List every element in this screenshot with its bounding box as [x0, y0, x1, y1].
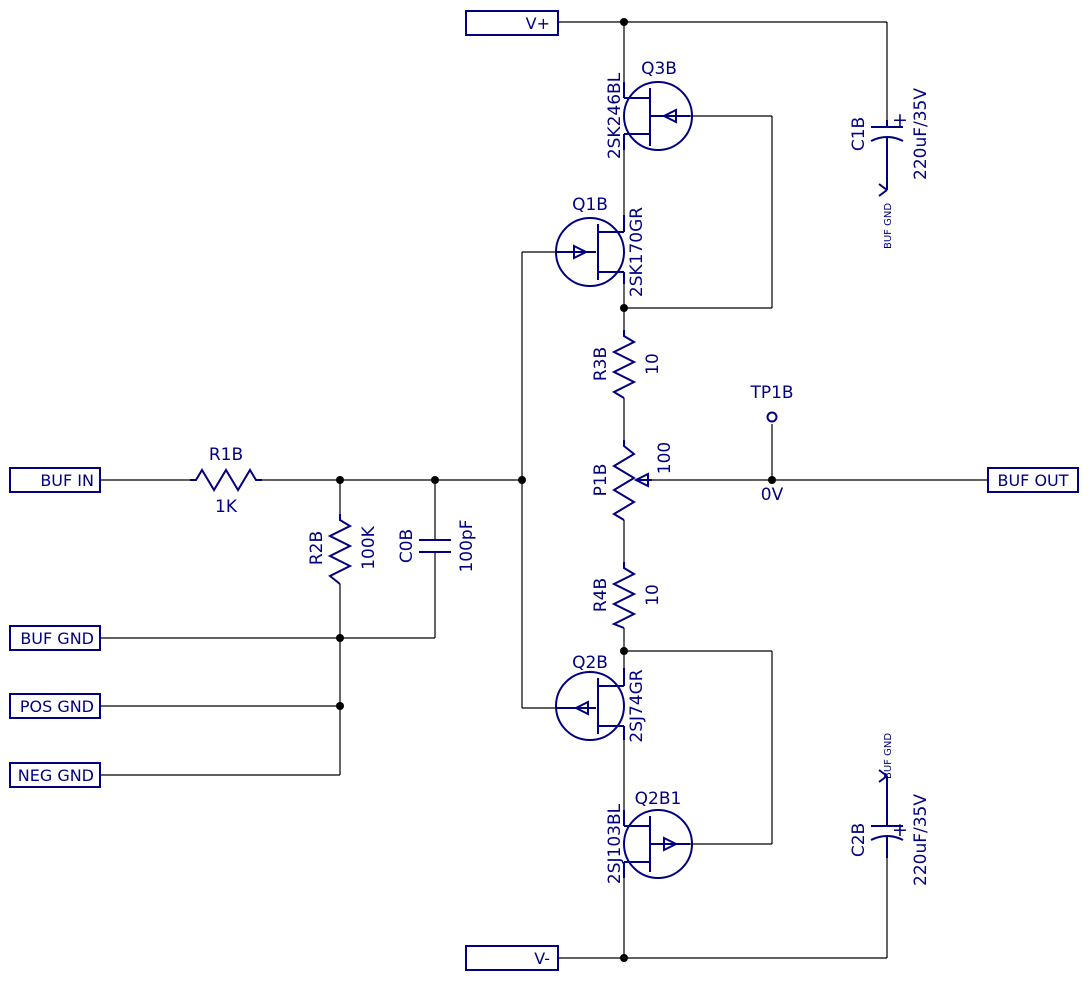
c2b-value: 220uF/35V — [911, 794, 931, 886]
q2b-ref: Q2B — [572, 653, 608, 673]
c2b-electrolytic-capacitor-symbol: + — [870, 769, 908, 858]
q2b1-jfet-symbol — [623, 809, 693, 879]
r4b-ref: R4B — [591, 578, 611, 612]
c2b-plus-sign: + — [892, 819, 908, 841]
r1b-resistor-symbol — [190, 468, 262, 492]
port-pos-gnd: POS GND — [9, 693, 101, 719]
port-buf-out: BUF OUT — [987, 467, 1079, 493]
r4b-resistor-symbol — [611, 562, 637, 629]
port-vminus-label: V- — [534, 949, 550, 968]
port-buf-out-label: BUF OUT — [997, 471, 1068, 490]
c1b-ref: C1B — [849, 117, 869, 151]
c1b-plus-sign: + — [892, 109, 908, 131]
q3b-jfet-symbol — [623, 81, 693, 151]
q1b-value: 2SK170GR — [627, 207, 647, 297]
p1b-ref: P1B — [591, 464, 611, 497]
c0b-value: 100pF — [457, 519, 477, 572]
r2b-ref: R2B — [307, 531, 327, 565]
c0b-ref: C0B — [397, 529, 417, 563]
q1b-jfet-symbol — [555, 215, 625, 287]
port-neg-gnd-label: NEG GND — [18, 766, 94, 785]
junctions — [336, 18, 776, 962]
port-pos-gnd-label: POS GND — [20, 697, 94, 716]
r3b-value: 10 — [643, 353, 663, 375]
port-vminus: V- — [465, 945, 559, 971]
c0b-capacitor-symbol — [419, 539, 451, 553]
q2b-value: 2SJ74GR — [627, 669, 647, 742]
port-buf-gnd: BUF GND — [9, 625, 101, 651]
r3b-ref: R3B — [591, 347, 611, 381]
r1b-value: 1K — [215, 497, 238, 517]
r2b-value: 100K — [359, 525, 379, 569]
port-buf-gnd-label: BUF GND — [20, 629, 94, 648]
tp1b-ref: TP1B — [749, 383, 793, 403]
port-vplus-label: V+ — [526, 14, 550, 33]
q3b-ref: Q3B — [641, 59, 677, 79]
r2b-resistor-symbol — [327, 514, 353, 585]
r1b-ref: R1B — [209, 445, 243, 465]
c1b-gnd-label: BUF GND — [883, 203, 894, 249]
tp1b-value: 0V — [761, 485, 784, 505]
c1b-electrolytic-capacitor-symbol: + — [870, 109, 908, 197]
q1b-ref: Q1B — [572, 195, 608, 215]
c1b-value: 220uF/35V — [911, 88, 931, 180]
r4b-value: 10 — [643, 584, 663, 606]
q2b-jfet-symbol — [555, 668, 625, 741]
c2b-ref: C2B — [849, 823, 869, 857]
q2b1-ref: Q2B1 — [635, 789, 682, 809]
p1b-potentiometer-symbol — [612, 440, 652, 521]
port-vplus: V+ — [465, 10, 559, 36]
q3b-value: 2SK246BL — [605, 72, 625, 159]
port-buf-in-label: BUF IN — [40, 471, 94, 490]
wires — [100, 21, 988, 959]
q2b1-value: 2SJ103BL — [605, 803, 625, 884]
tp1b-test-point-symbol — [766, 411, 778, 423]
port-neg-gnd: NEG GND — [9, 762, 101, 788]
port-buf-in: BUF IN — [9, 467, 101, 493]
p1b-value: 100 — [655, 442, 675, 474]
c2b-gnd-label: BUF GND — [883, 733, 894, 779]
r3b-resistor-symbol — [611, 330, 637, 399]
